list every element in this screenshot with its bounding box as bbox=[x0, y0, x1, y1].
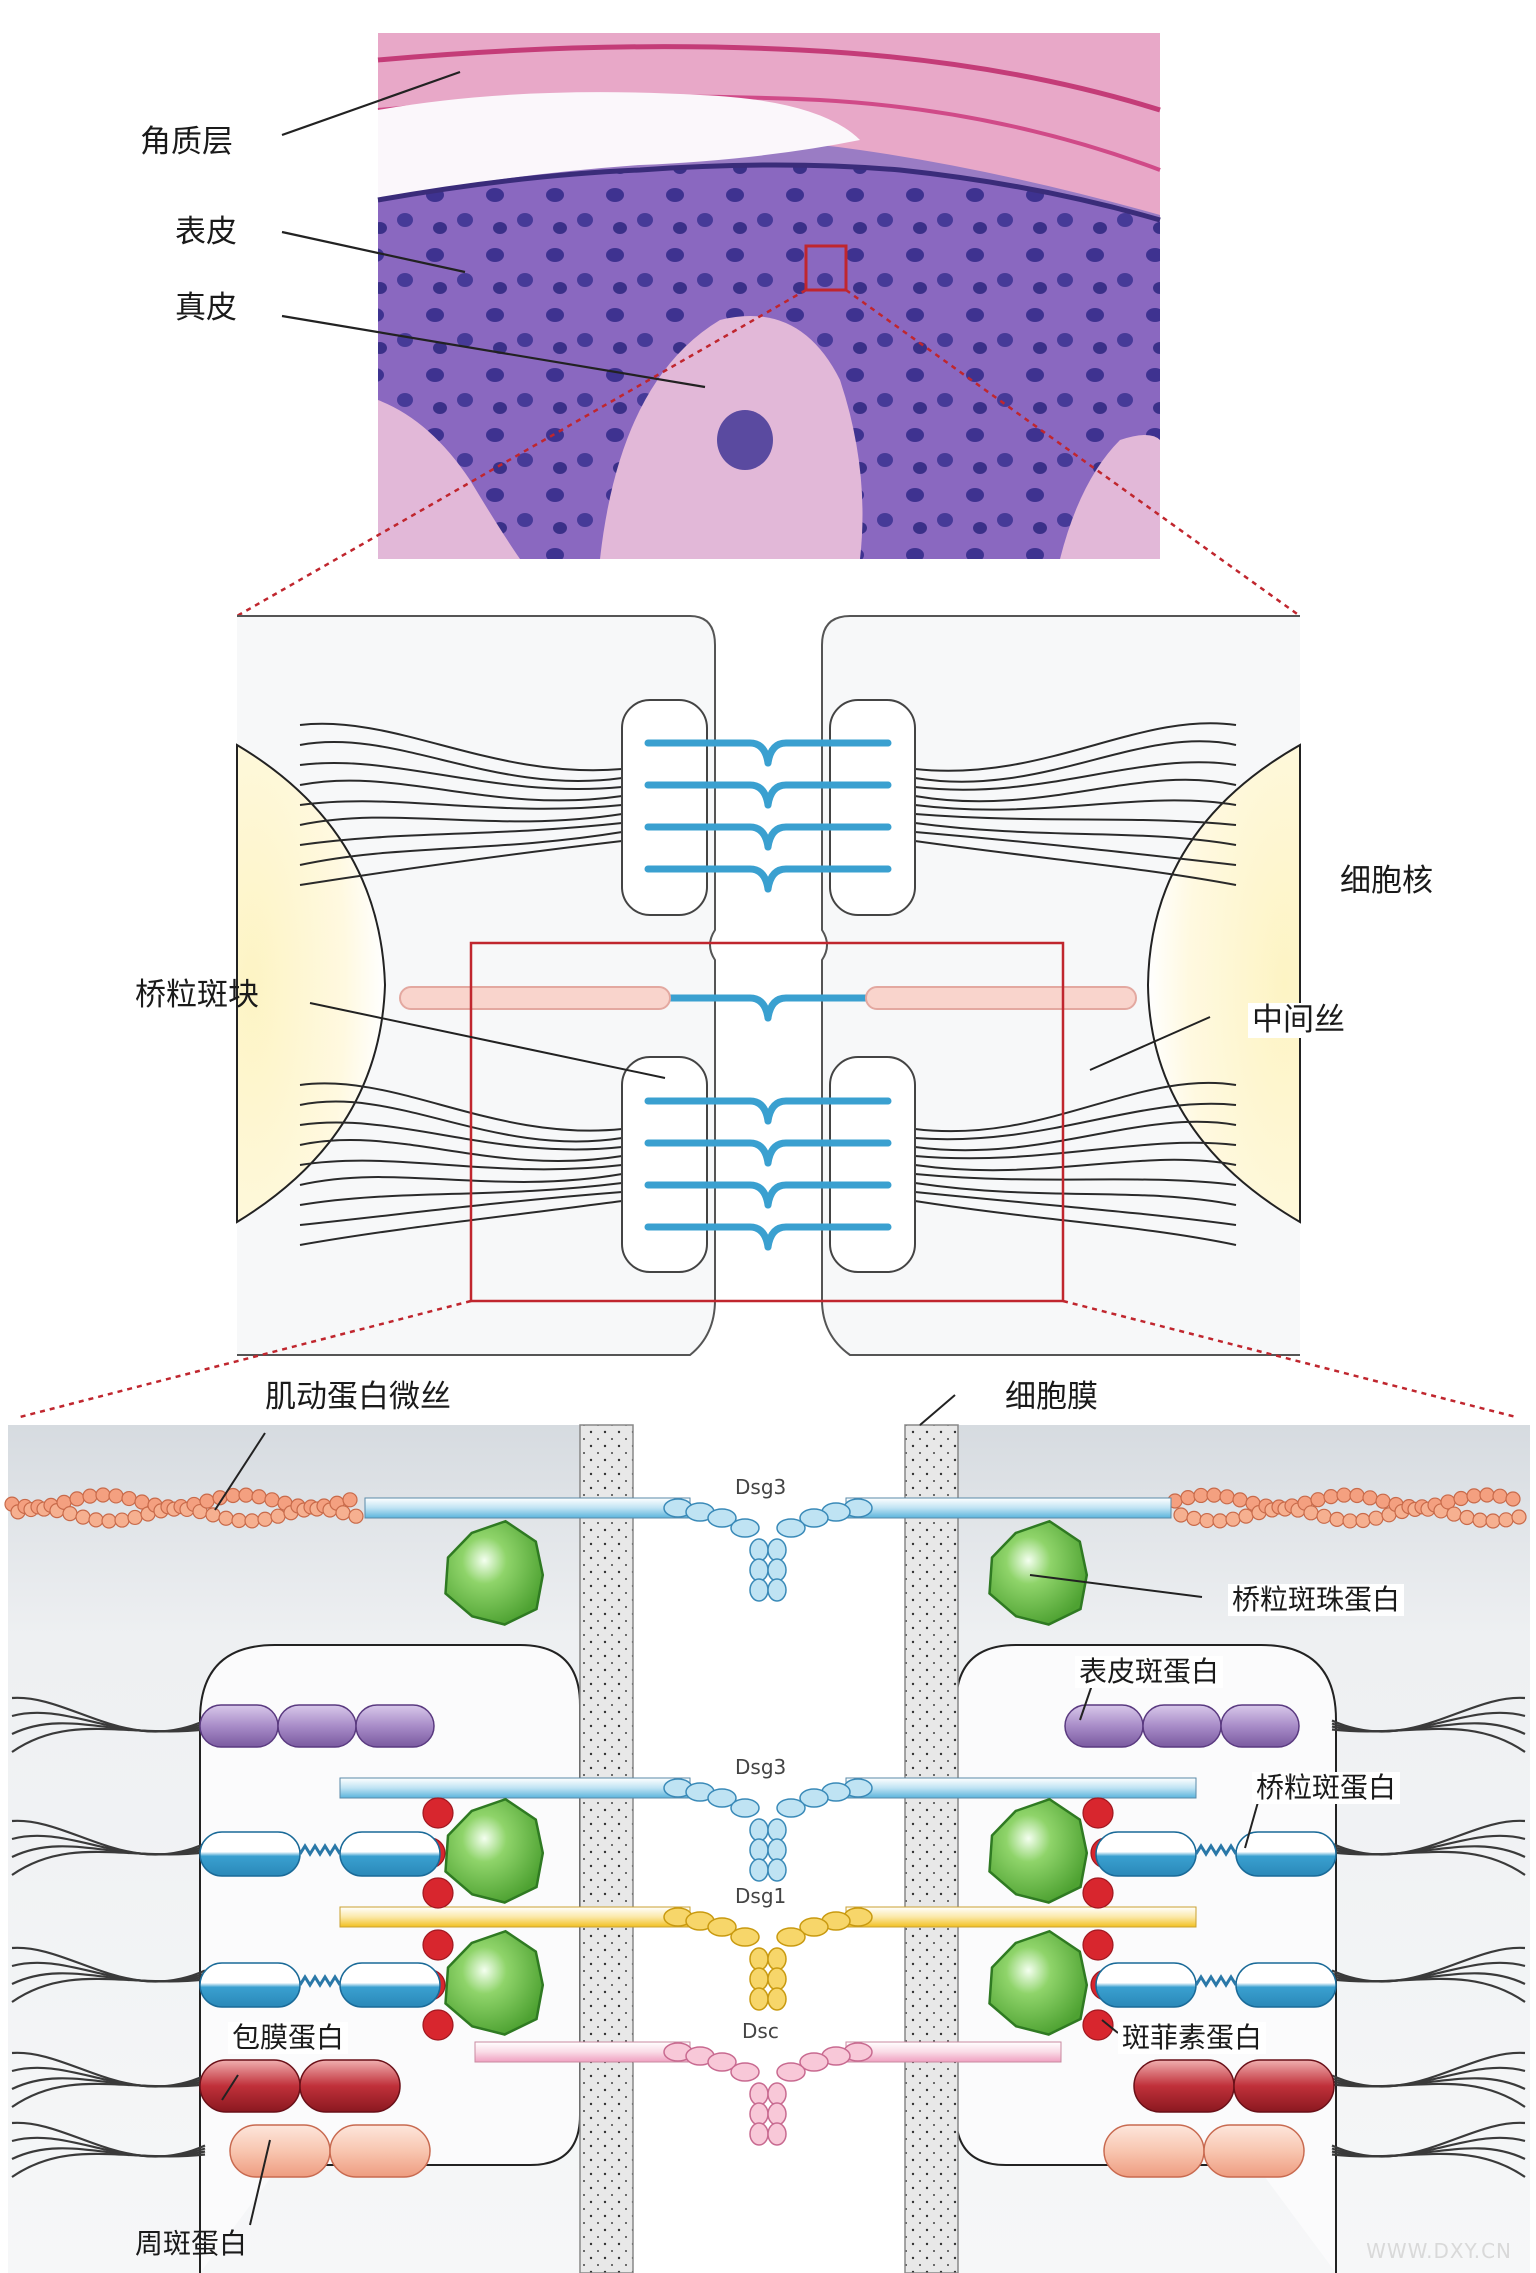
dsg3-label-b: Dsg3 bbox=[735, 1755, 787, 1779]
desmosomal-plaque-label: 桥粒斑块 bbox=[135, 977, 259, 1013]
nucleus-right bbox=[1146, 743, 1301, 1224]
intermediate-filament-label: 中间丝 bbox=[1248, 1003, 1349, 1038]
actin-filament-label: 肌动蛋白微丝 bbox=[265, 1379, 451, 1415]
dsc-label: Dsc bbox=[742, 2019, 779, 2043]
plakoglobin-label: 桥粒斑珠蛋白 bbox=[1228, 1584, 1405, 1616]
cell-membrane-label: 细胞膜 bbox=[1005, 1379, 1098, 1415]
envoplakin-label: 包膜蛋白 bbox=[228, 2022, 349, 2054]
dermis-label: 真皮 bbox=[175, 290, 237, 326]
watermark: WWW.DXY.CN bbox=[1366, 2239, 1512, 2263]
desmoplakin-label: 桥粒斑蛋白 bbox=[1252, 1772, 1401, 1804]
periplakin-top-label: 表皮斑蛋白 bbox=[1075, 1656, 1224, 1688]
epidermis-label: 表皮 bbox=[175, 214, 237, 250]
histology-image bbox=[377, 33, 1161, 559]
stratum-corneum-label: 角质层 bbox=[140, 124, 233, 160]
molecular-detail bbox=[4, 1424, 1530, 2273]
desmosome-overview bbox=[236, 615, 1301, 1356]
dsg3-label-a: Dsg3 bbox=[735, 1475, 787, 1499]
nucleus-label: 细胞核 bbox=[1340, 863, 1433, 899]
periplakin-bottom-label: 周斑蛋白 bbox=[135, 2227, 248, 2260]
dsg1-label: Dsg1 bbox=[735, 1884, 787, 1908]
plakophilin-label: 斑菲素蛋白 bbox=[1118, 2022, 1267, 2054]
